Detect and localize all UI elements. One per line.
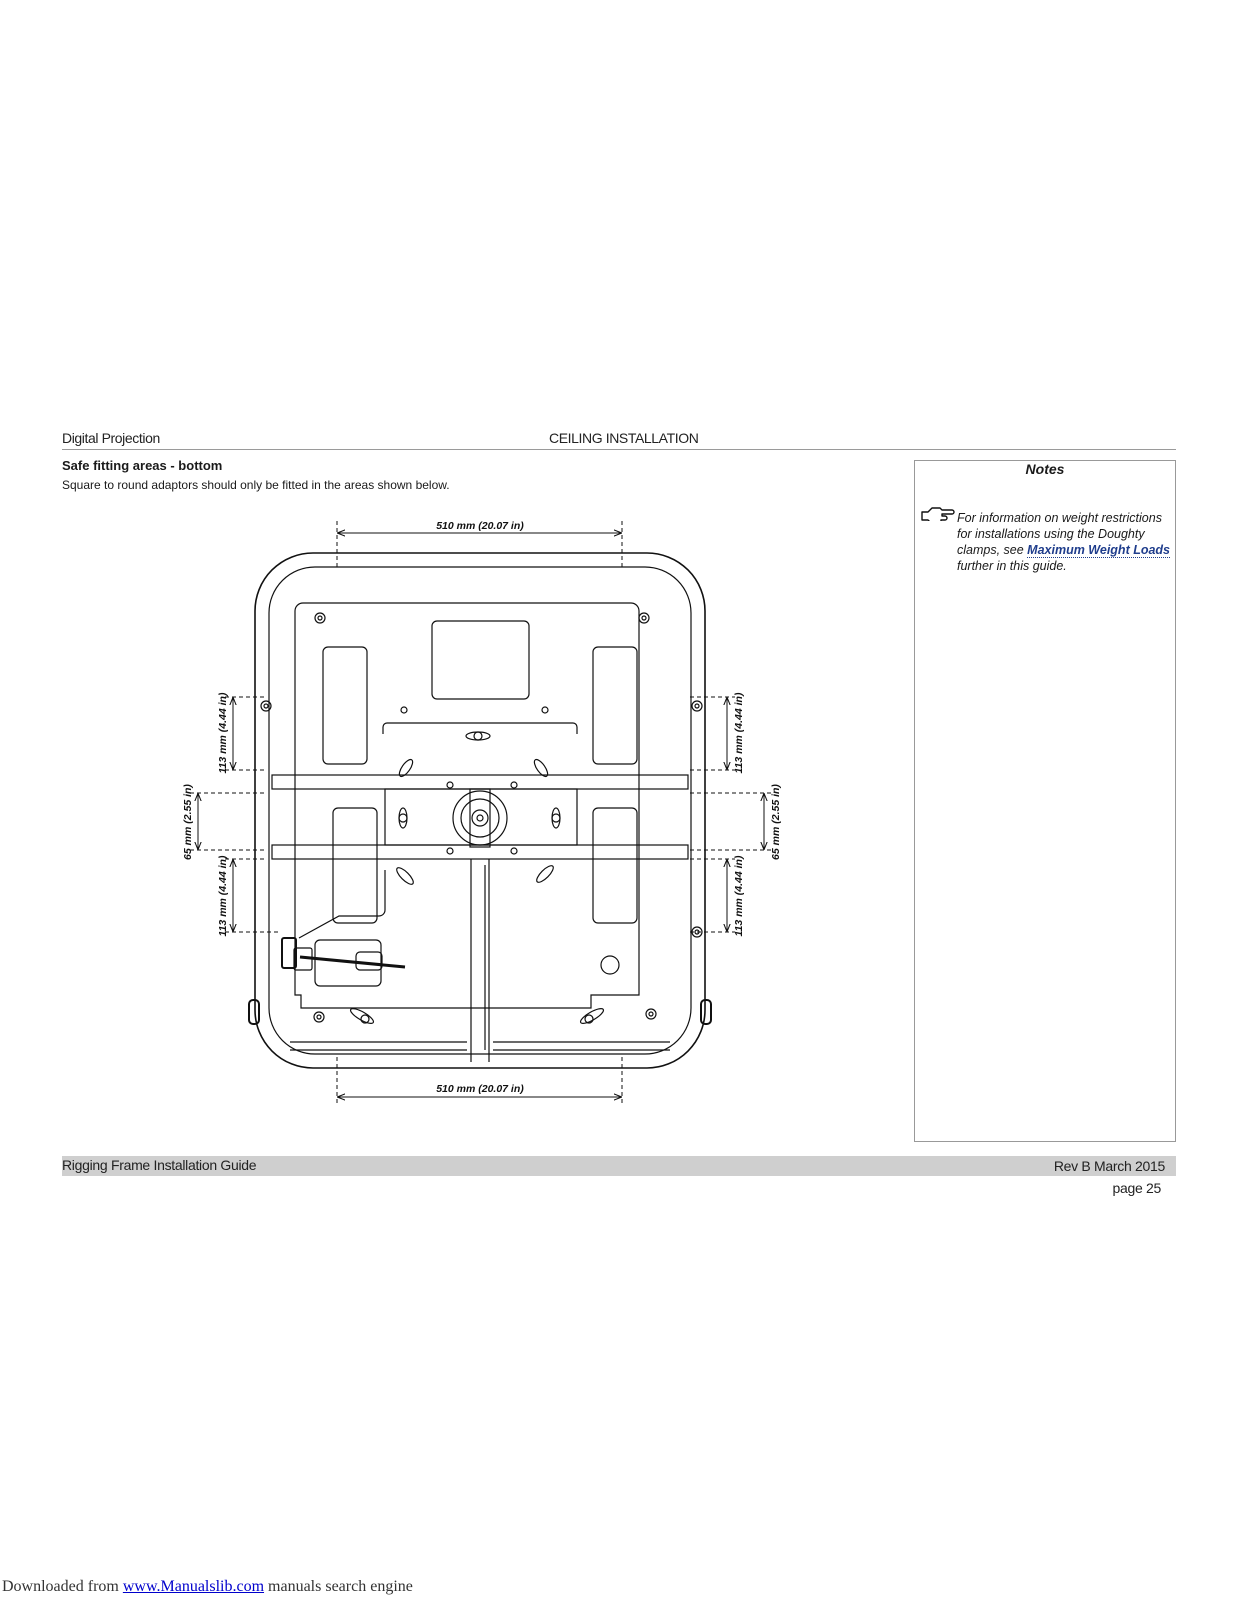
header-section: CEILING INSTALLATION [549, 430, 699, 446]
dim-right-upper-label: 113 mm (4.44 in) [733, 692, 745, 773]
header-rule [62, 449, 1176, 450]
dim-right-middle-label: 65 mm (2.55 in) [770, 784, 782, 860]
note-text-before: For information on weight restrictions f… [957, 511, 1162, 557]
dim-bottom-label: 510 mm (20.07 in) [436, 1083, 524, 1095]
dim-right-lower-label: 113 mm (4.44 in) [733, 855, 745, 936]
note-text-after: further in this guide. [957, 559, 1067, 573]
maximum-weight-loads-link[interactable]: Maximum Weight Loads [1027, 543, 1171, 558]
notes-title: Notes [1025, 461, 1065, 477]
page-number: page 25 [1112, 1180, 1161, 1196]
pointing-hand-icon [921, 507, 955, 521]
footer-bar [62, 1156, 1176, 1176]
dim-left-upper-label: 113 mm (4.44 in) [217, 692, 229, 773]
outer-frame [254, 552, 706, 1069]
dim-left-middle-label: 65 mm (2.55 in) [182, 784, 194, 860]
header-brand: Digital Projection [62, 430, 160, 446]
note-weight-restrictions: For information on weight restrictions f… [957, 510, 1171, 574]
download-suffix: manuals search engine [264, 1578, 413, 1595]
download-footer: Downloaded from www.Manualslib.com manua… [2, 1578, 413, 1596]
footer-guide-title: Rigging Frame Installation Guide [62, 1157, 257, 1173]
download-prefix: Downloaded from [2, 1578, 123, 1595]
footer-revision: Rev B March 2015 [1053, 1158, 1165, 1174]
rigging-frame-diagram: 510 mm (20.07 in) 510 mm (20.07 in) 113 … [182, 520, 782, 1105]
dim-top-label: 510 mm (20.07 in) [436, 520, 524, 532]
intro-text: Square to round adaptors should only be … [62, 478, 450, 492]
manualslib-link[interactable]: www.Manualslib.com [122, 1578, 265, 1595]
dim-left-lower-label: 113 mm (4.44 in) [217, 855, 229, 936]
notes-panel: Notes For information on weight restrict… [914, 460, 1176, 1142]
section-heading: Safe fitting areas - bottom [62, 458, 223, 473]
